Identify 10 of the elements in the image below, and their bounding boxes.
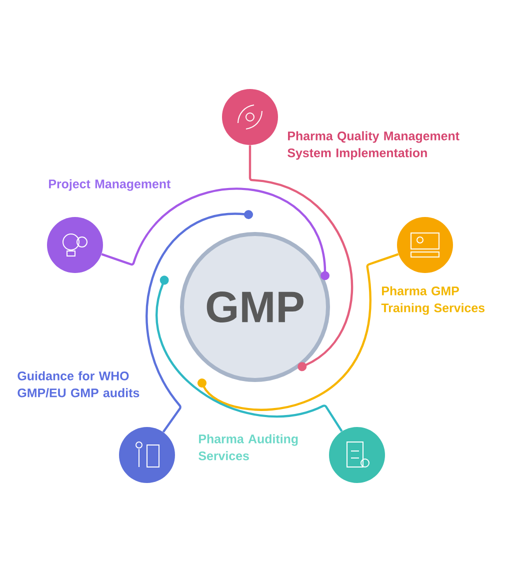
connector-line xyxy=(197,253,399,411)
connector-line xyxy=(146,210,254,433)
service-label: Pharma GMP Training Services xyxy=(381,286,485,315)
service-label: Pharma Quality Management System Implementation xyxy=(288,131,460,160)
service-label: Guidance for WHO GMP/EU GMP audits xyxy=(18,371,140,398)
service-label: Project Management xyxy=(49,179,171,191)
connector-line xyxy=(156,276,343,432)
connector-line xyxy=(248,145,353,372)
service-label: Pharma Auditing Services xyxy=(198,434,298,460)
connector-line xyxy=(101,188,330,280)
